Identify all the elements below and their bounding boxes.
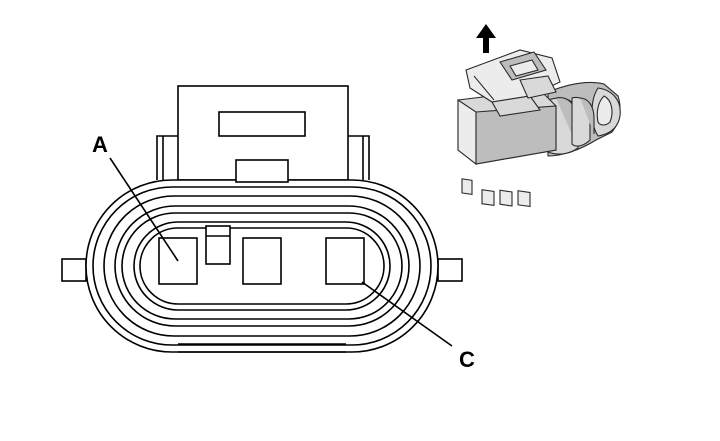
label-pin-c: C <box>459 347 475 372</box>
terminal-cavity <box>133 221 391 311</box>
isometric-cavity-2 <box>499 189 513 207</box>
left-mount-tab <box>61 258 87 282</box>
terminal-c <box>325 237 365 285</box>
connector-face-view: A C <box>61 85 475 372</box>
latch-side-steps <box>156 135 370 180</box>
right-mount-tab <box>437 258 463 282</box>
terminal-b <box>242 237 282 285</box>
isometric-cavity-3 <box>517 190 531 208</box>
connector-isometric-view <box>457 24 621 208</box>
leader-line-a <box>109 157 179 262</box>
label-pin-a: A <box>92 132 108 157</box>
polarizing-key <box>205 225 231 265</box>
up-arrow-icon <box>476 24 496 53</box>
leader-line-c <box>361 281 453 347</box>
isometric-cavity-1 <box>481 189 495 207</box>
center-lock-tab <box>235 159 289 183</box>
latch-window <box>218 111 306 137</box>
